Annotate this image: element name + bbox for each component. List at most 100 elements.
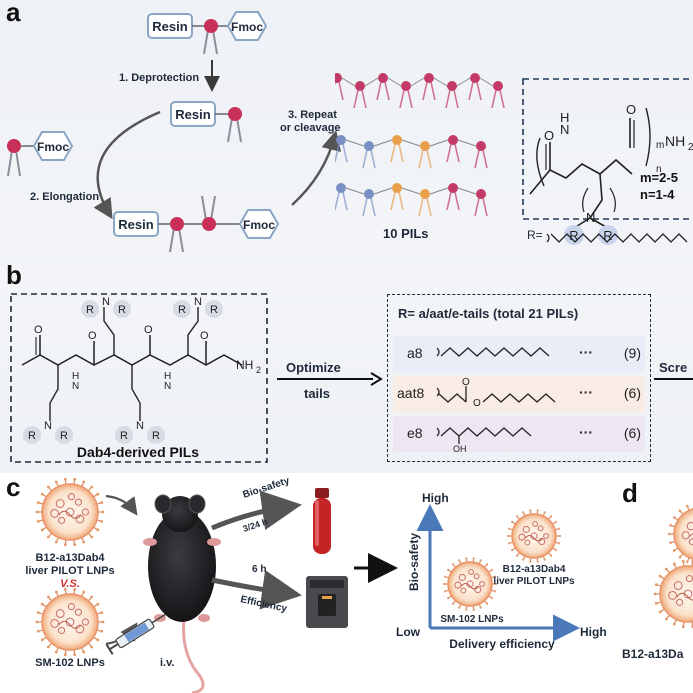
dab4-nh2-label: NH — [236, 358, 253, 372]
m-range-label: m=2-5 — [640, 170, 678, 185]
tail-name: aat8 — [397, 385, 425, 401]
dab4-nh2: N — [164, 381, 171, 392]
fmoc-label-bottom: Fmoc — [243, 218, 275, 232]
mouse-illustration — [143, 494, 221, 693]
resin-label-middle: Resin — [175, 107, 210, 122]
r-equals-label: R= — [527, 228, 543, 242]
tail-ellipsis: ··· — [579, 424, 593, 440]
pil-bead — [448, 135, 458, 145]
panel-c-letter: c — [6, 472, 21, 502]
tail-structure: OH — [436, 427, 532, 452]
dab4-caption: Dab4-derived PILs — [77, 444, 199, 460]
dab4-o2: O — [88, 330, 97, 342]
r-group-left — [564, 225, 584, 245]
tail-ellipsis: ··· — [579, 344, 593, 360]
pils-library-illustration — [335, 73, 505, 217]
fmoc-label-top: Fmoc — [231, 20, 263, 34]
sm102-lnp-particle — [35, 587, 105, 657]
plot-lnp1-desc: liver PILOT LNPs — [493, 576, 575, 587]
optimize-arrow — [277, 372, 383, 386]
pil-bead — [336, 135, 346, 145]
tail-ellipsis: ··· — [579, 384, 593, 400]
low-label: Low — [396, 625, 421, 639]
dab4-structure-box: R R R R R R R R N N N N O O O O H N H N … — [10, 293, 268, 463]
pils-count-label: 10 PILs — [383, 226, 429, 241]
pil-bead — [424, 73, 434, 83]
h-atom-label: H — [560, 110, 569, 125]
efficiency-arrow — [211, 569, 302, 610]
dab4-o4: O — [200, 330, 209, 342]
fmoc-hexagon-bottom — [238, 209, 280, 239]
biosafety-arrow — [211, 490, 302, 531]
resin-label-bottom: Resin — [118, 217, 153, 232]
plot-lnp1-name: B12-a13Dab4 — [503, 564, 566, 575]
r-tail-chain — [546, 233, 688, 243]
pil-bead — [355, 81, 365, 91]
x-axis-title: Delivery efficiency — [449, 637, 555, 651]
nh2-subscript: 2 — [688, 142, 693, 153]
pil-bead — [476, 189, 486, 199]
nh2-label: NH — [665, 133, 685, 149]
tail-count: (9) — [623, 345, 641, 361]
fmoc-hexagon-top — [226, 11, 268, 41]
screen-arrow — [654, 378, 693, 380]
dab4-r8: R — [152, 430, 160, 442]
tail-row-a8: a8 ··· (9) — [393, 336, 645, 372]
dab4-r3: R — [178, 304, 186, 316]
n-amide-label: N — [560, 122, 569, 137]
n-atom-label: N — [586, 210, 595, 225]
ester-o: O — [473, 398, 481, 409]
pil-bead — [470, 73, 480, 83]
r-label-left: R — [569, 228, 578, 243]
screen-label: Scre — [659, 360, 688, 375]
pil-bead — [336, 183, 346, 193]
dab4-r1: R — [86, 304, 94, 316]
x-high-label: High — [580, 625, 607, 639]
biosafety-label-c: Bio-safety — [242, 476, 292, 501]
fmoc-hexagon-left — [32, 131, 74, 161]
dab4-r4: R — [210, 304, 218, 316]
y-high-label: High — [422, 491, 449, 505]
tail-structure — [436, 347, 550, 357]
panel-d-letter: d — [622, 478, 638, 508]
dab4-r7: R — [120, 430, 128, 442]
dab4-h2: H — [164, 371, 171, 382]
dab4-n1: N — [102, 296, 110, 308]
b12-lnp-particle — [35, 477, 105, 547]
syringe-icon — [105, 613, 166, 655]
dab4-nh1: N — [72, 381, 79, 392]
synthesis-cycle-diagram: Resin Fmoc 1. Deprotection Resin 3. Repe… — [7, 11, 342, 253]
pil-bead — [378, 73, 388, 83]
pil-bead — [364, 189, 374, 199]
panel-a-letter: a — [6, 0, 21, 27]
pil-bead — [401, 81, 411, 91]
tail-name: a8 — [407, 345, 423, 361]
blood-tube-icon — [313, 488, 331, 554]
plot-lnp2-name: SM-102 LNPs — [440, 614, 504, 625]
dab4-n2: N — [194, 296, 202, 308]
pil-bead — [420, 189, 430, 199]
iv-label: i.v. — [160, 657, 174, 669]
tails-title: R= a/aat/e-tails (total 21 PILs) — [398, 306, 579, 321]
ivis-imager-icon — [306, 576, 348, 628]
dab4-n3: N — [44, 420, 52, 432]
dab4-r6: R — [60, 430, 68, 442]
pil-bead — [447, 81, 457, 91]
vs-label: V.S. — [60, 578, 80, 590]
pil-bead — [392, 135, 402, 145]
amino-acid-bead — [204, 19, 218, 33]
o-atom-left: O — [544, 128, 554, 143]
panel-c-diagram: B12-a13Dab4 liver PILOT LNPs V.S. SM-102… — [25, 476, 693, 693]
pil-bead — [392, 183, 402, 193]
optimize-label: Optimize — [286, 360, 341, 375]
cleavage-label: or cleavage — [280, 122, 341, 134]
tail-count: (6) — [623, 385, 641, 401]
carbonyl-o: O — [462, 377, 470, 388]
efficiency-label-c: Efficiency — [239, 594, 288, 615]
dab4-o3: O — [144, 324, 153, 336]
r-group-right — [598, 225, 618, 245]
repeat-arc — [291, 130, 342, 206]
tails-box — [387, 294, 651, 462]
